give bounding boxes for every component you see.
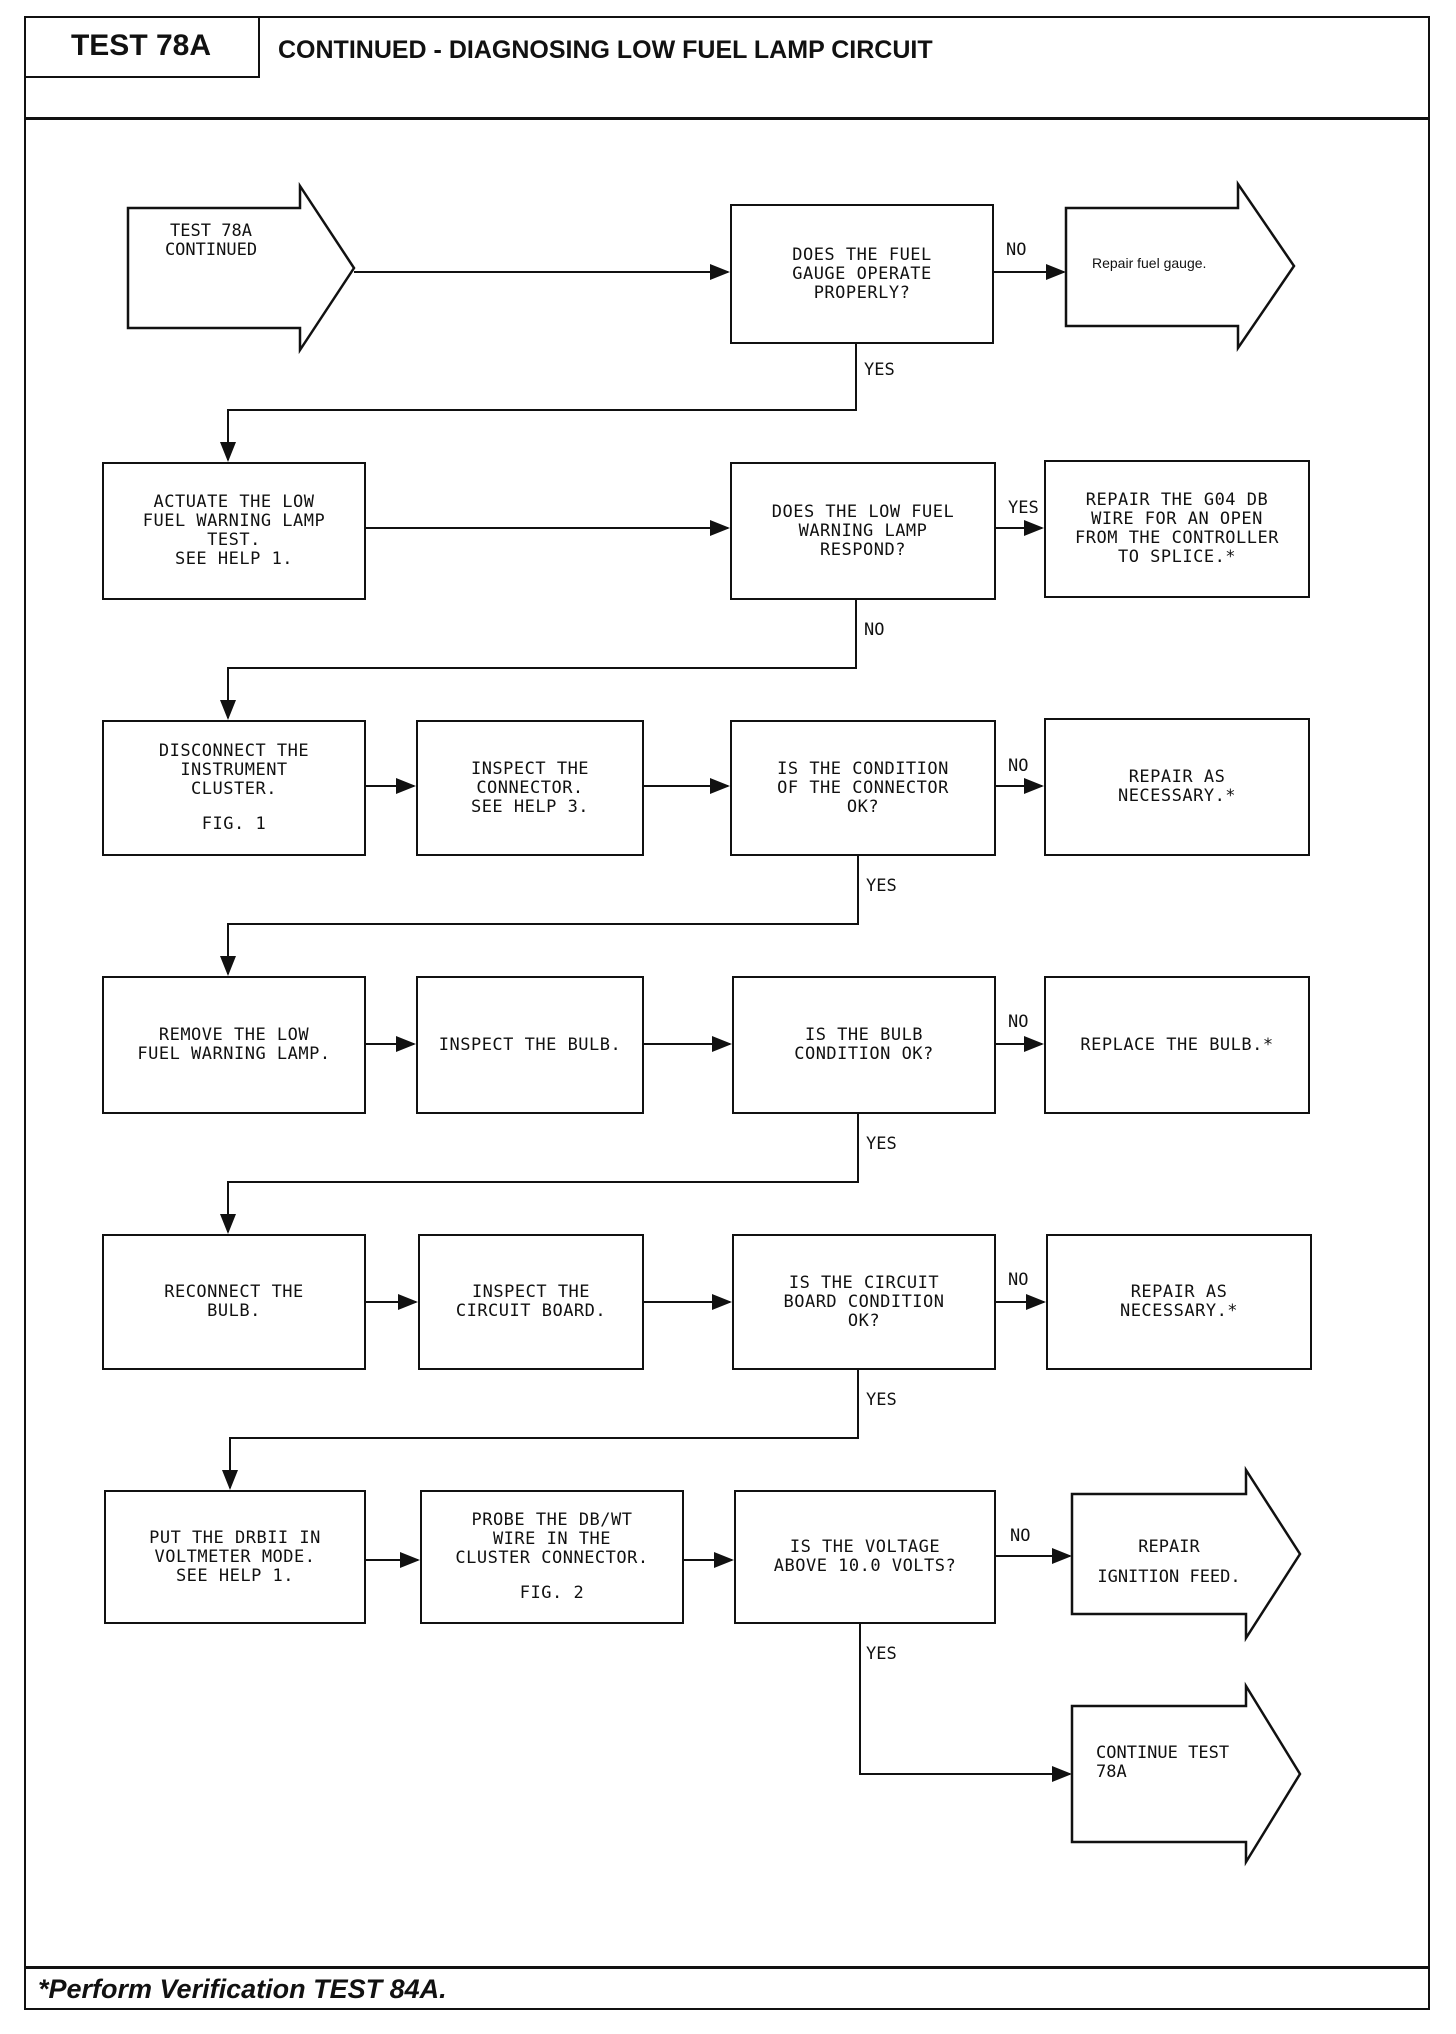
yes-label: YES [1008, 498, 1039, 518]
remove-lamp-box: REMOVE THE LOW FUEL WARNING LAMP. [102, 976, 366, 1114]
start-arrow-shape [126, 181, 356, 355]
verification-note: *Perform Verification TEST 84A. [38, 1974, 447, 2004]
replace-bulb-box: REPLACE THE BULB.* [1044, 976, 1310, 1114]
yes-label: YES [866, 1390, 897, 1410]
probe-wire-box: PROBE THE DB/WT WIRE IN THE CLUSTER CONN… [420, 1490, 684, 1624]
no-label: NO [1010, 1526, 1031, 1546]
start-arrow-label: TEST 78A CONTINUED [164, 221, 258, 260]
test-number: TEST 78A [24, 16, 260, 78]
header-bar [24, 16, 1430, 120]
disconnect-cluster-text: DISCONNECT THE INSTRUMENT CLUSTER. [158, 741, 310, 799]
reconnect-bulb-box: RECONNECT THE BULB. [102, 1234, 366, 1370]
inspect-board-box: INSPECT THE CIRCUIT BOARD. [418, 1234, 644, 1370]
repair-ignition-label: REPAIR IGNITION FEED. [1097, 1537, 1241, 1587]
board-question: IS THE CIRCUIT BOARD CONDITION OK? [732, 1234, 996, 1370]
no-label: NO [1008, 1012, 1029, 1032]
repair-fuel-arrow-shape [1064, 179, 1296, 353]
no-label: NO [1008, 756, 1029, 776]
repair-g04-box: REPAIR THE G04 DB WIRE FOR AN OPEN FROM … [1044, 460, 1310, 598]
footer-bar [24, 1966, 1430, 2010]
inspect-connector-box: INSPECT THE CONNECTOR. SEE HELP 3. [416, 720, 644, 856]
repair-ignition-arrow-shape [1070, 1465, 1302, 1643]
no-label: NO [1008, 1270, 1029, 1290]
page-title: CONTINUED - DIAGNOSING LOW FUEL LAMP CIR… [278, 36, 933, 64]
actuate-test-box: ACTUATE THE LOW FUEL WARNING LAMP TEST. … [102, 462, 366, 600]
connector-question: IS THE CONDITION OF THE CONNECTOR OK? [730, 720, 996, 856]
inspect-bulb-box: INSPECT THE BULB. [416, 976, 644, 1114]
no-label: NO [864, 620, 885, 640]
repair-necessary-box: REPAIR AS NECESSARY.* [1044, 718, 1310, 856]
continue-test-label: CONTINUE TEST 78A [1096, 1743, 1230, 1782]
repair-necessary-box: REPAIR AS NECESSARY.* [1046, 1234, 1312, 1370]
lamp-respond-question: DOES THE LOW FUEL WARNING LAMP RESPOND? [730, 462, 996, 600]
yes-label: YES [864, 360, 895, 380]
fuel-gauge-question: DOES THE FUEL GAUGE OPERATE PROPERLY? [730, 204, 994, 344]
yes-label: YES [866, 1644, 897, 1664]
yes-label: YES [866, 1134, 897, 1154]
voltage-question: IS THE VOLTAGE ABOVE 10.0 VOLTS? [734, 1490, 996, 1624]
fig-1-ref: FIG. 1 [201, 814, 267, 834]
fig-2-ref: FIG. 2 [519, 1583, 585, 1603]
put-drbii-box: PUT THE DRBII IN VOLTMETER MODE. SEE HEL… [104, 1490, 366, 1624]
yes-label: YES [866, 876, 897, 896]
repair-fuel-gauge-label: Repair fuel gauge. [1092, 255, 1207, 271]
disconnect-cluster-box: DISCONNECT THE INSTRUMENT CLUSTER. FIG. … [102, 720, 366, 856]
no-label: NO [1006, 240, 1027, 260]
continue-arrow-shape [1070, 1681, 1302, 1867]
probe-wire-text: PROBE THE DB/WT WIRE IN THE CLUSTER CONN… [455, 1510, 649, 1568]
bulb-question: IS THE BULB CONDITION OK? [732, 976, 996, 1114]
